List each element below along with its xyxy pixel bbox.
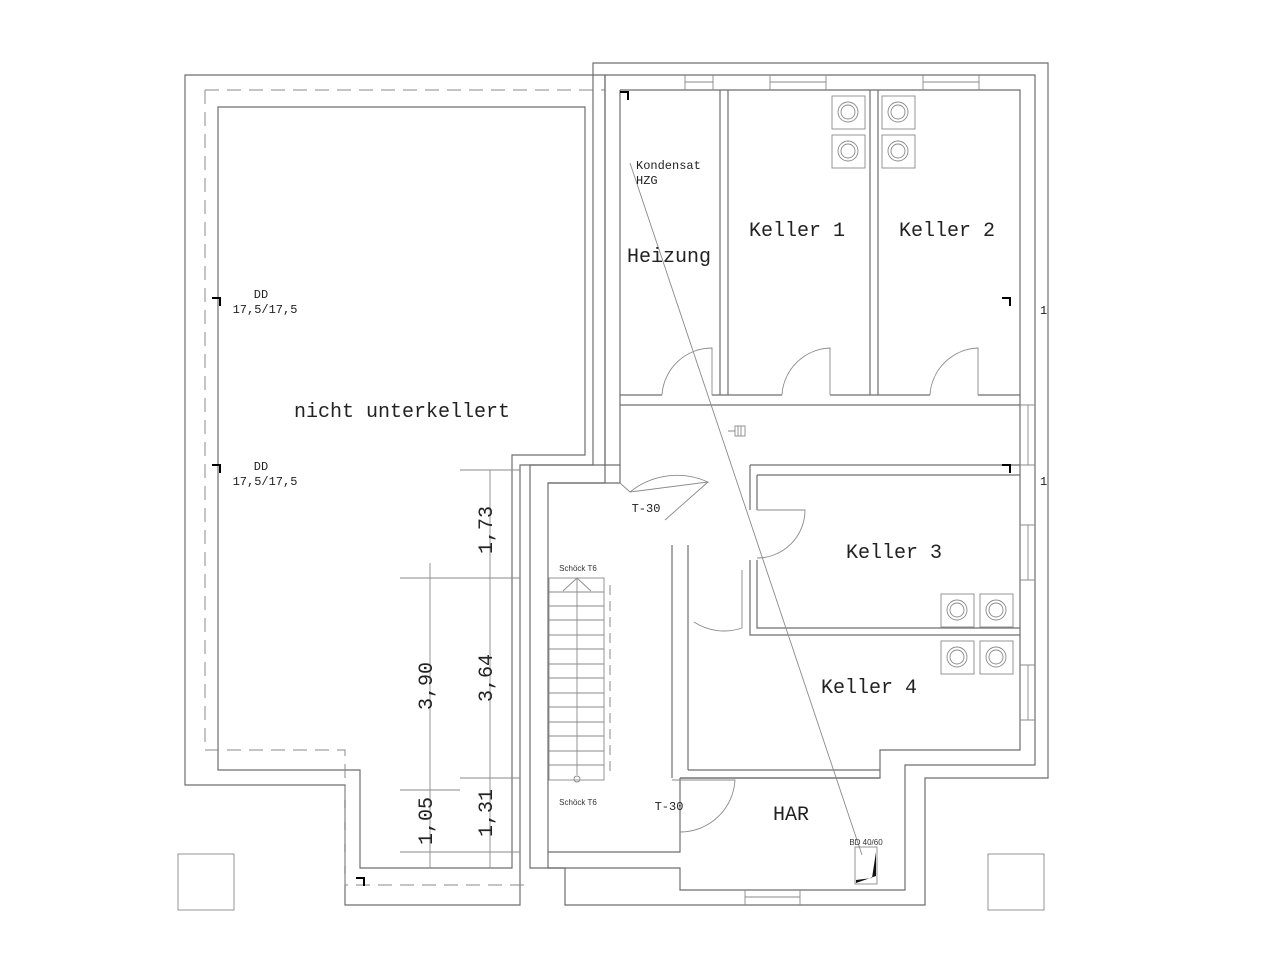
edge-mark-1: 1 xyxy=(1040,304,1047,318)
edge-mark-2: 1 xyxy=(1040,475,1047,489)
dimension-3-90: 3,90 xyxy=(416,662,439,710)
dimension-3-64: 3,64 xyxy=(476,654,499,702)
condensate-label: Kondensat xyxy=(636,159,701,173)
post-right xyxy=(987,853,1045,911)
stair-label-bottom: Schöck T6 xyxy=(559,798,597,807)
room-label-cellar-3: Keller 3 xyxy=(846,542,942,565)
dimension-1-05: 1,05 xyxy=(416,797,439,845)
unbasemented-area-walls xyxy=(184,74,606,906)
bd-shaft-icon xyxy=(854,846,878,885)
shafts xyxy=(831,95,1014,675)
post-left xyxy=(177,853,235,911)
staircase xyxy=(548,577,611,783)
room-label-cellar-2: Keller 2 xyxy=(899,220,995,243)
stair-label-top: Schöck T6 xyxy=(559,564,597,573)
door-label-t30-lower: T-30 xyxy=(655,800,684,814)
dimension-lines xyxy=(400,469,520,868)
door-label-t30-upper: T-30 xyxy=(632,502,661,516)
condensate-pipe-line xyxy=(629,162,863,856)
building-walls xyxy=(529,62,1049,906)
dd-size-top: 17,5/17,5 xyxy=(233,303,298,317)
room-label-cellar-1: Keller 1 xyxy=(749,220,845,243)
condensate-hzg-label: HZG xyxy=(636,174,658,188)
doors xyxy=(619,347,979,833)
radiator-icon xyxy=(728,425,746,437)
room-label-har: HAR xyxy=(773,804,809,827)
dd-label-top: DD xyxy=(254,288,268,302)
corner-marks xyxy=(212,91,1011,886)
bd-label: BD 40/60 xyxy=(849,838,883,847)
room-label-unbasemented: nicht unterkellert xyxy=(294,401,510,424)
dimension-1-73: 1,73 xyxy=(476,506,499,554)
dimension-1-31: 1,31 xyxy=(476,789,499,837)
room-label-cellar-4: Keller 4 xyxy=(821,677,917,700)
dd-size-bottom: 17,5/17,5 xyxy=(233,475,298,489)
room-label-heating: Heizung xyxy=(627,246,711,269)
dd-label-bottom: DD xyxy=(254,460,268,474)
